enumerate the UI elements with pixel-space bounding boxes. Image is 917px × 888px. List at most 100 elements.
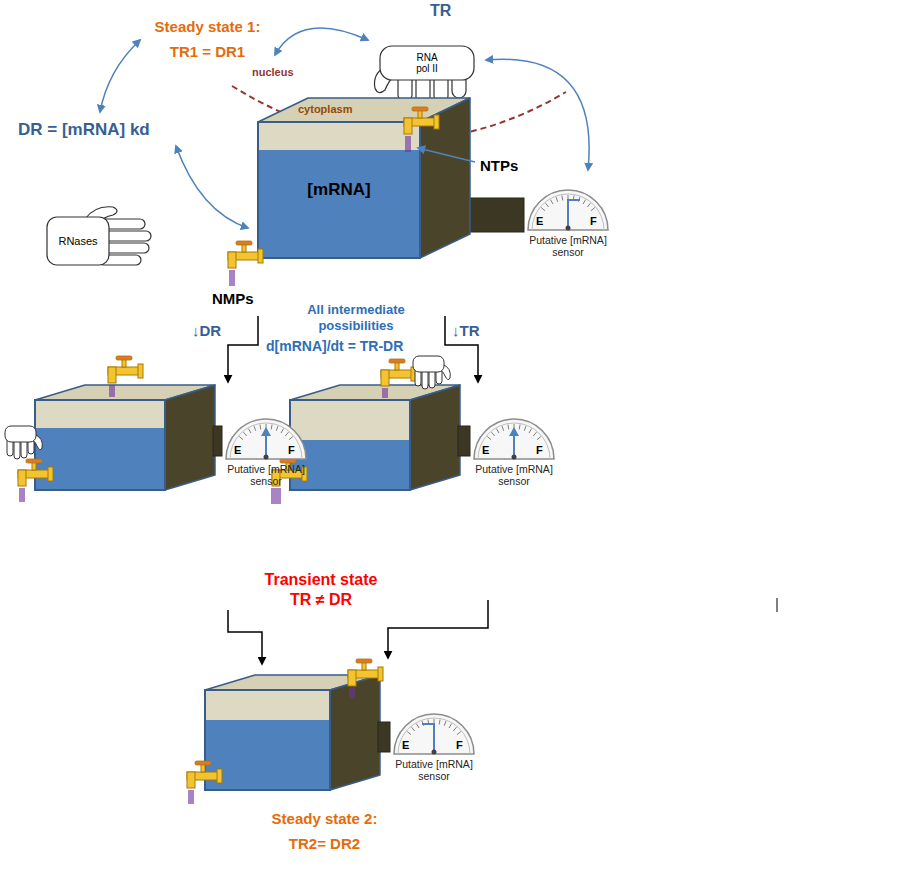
- dial-tick: [519, 425, 521, 430]
- tap-handle: [116, 356, 132, 360]
- gauge-needle: [568, 200, 580, 228]
- dial-tick: [412, 727, 415, 731]
- rate-equation-box: DR = [mRNA] kd: [18, 120, 150, 140]
- dial-tick: [453, 727, 456, 731]
- state-label: Steady state 2: TR2= DR2: [262, 806, 387, 856]
- nucleotide-flow: [384, 388, 385, 398]
- tap-body: [18, 470, 26, 486]
- tank-empty-space: [35, 400, 165, 428]
- dial-tick: [524, 426, 526, 431]
- tank-side-face: [330, 675, 380, 790]
- palm: [380, 46, 474, 80]
- tank-drawing: [205, 675, 380, 790]
- dial-rim: [230, 423, 302, 459]
- tank-empty-space: [258, 122, 420, 150]
- tank-drawing: [290, 385, 460, 490]
- dial-tick: [285, 432, 288, 436]
- compartment-label-box: nucleus: [252, 66, 294, 79]
- dial-tick: [551, 200, 554, 204]
- tap-body: [138, 364, 143, 378]
- tap-icon: [228, 241, 263, 286]
- palm: [47, 217, 109, 265]
- state-label-box: Steady state 2: TR2= DR2: [262, 806, 387, 856]
- gauge-empty-mark-box: E: [234, 444, 241, 457]
- tap-body: [187, 772, 195, 788]
- palm: [5, 426, 36, 442]
- gauge-needle: [513, 433, 515, 457]
- dial-tick: [537, 437, 541, 440]
- dial-tick: [591, 208, 595, 211]
- dial-tick: [249, 429, 252, 433]
- nucleotide-flow: [351, 688, 352, 698]
- compartment-label: nucleus: [252, 66, 294, 79]
- nucleotide-flow: [382, 388, 383, 398]
- rate-change: ↓TR: [452, 322, 480, 339]
- gauge-full-mark-box: F: [456, 739, 463, 752]
- dial-tick: [444, 721, 446, 726]
- substrate-label: NTPs: [480, 157, 518, 174]
- gauge-full-mark-box: F: [590, 215, 597, 228]
- tap-handle: [412, 107, 428, 111]
- needle-pivot: [432, 750, 437, 755]
- gauge-dial: [220, 405, 312, 461]
- tap-body: [348, 670, 356, 686]
- rate-label-box: TR: [430, 2, 451, 20]
- sensor-caption: Putative [mRNA] sensor: [220, 463, 312, 487]
- sensor-caption-box: Putative [mRNA] sensor: [388, 758, 480, 782]
- tap-handle: [195, 761, 211, 765]
- tap-body: [108, 367, 116, 383]
- tap-icon: [348, 659, 383, 698]
- tap-body: [381, 370, 389, 386]
- gauge-full-mark: F: [288, 444, 295, 457]
- gauge-full-mark: F: [536, 444, 543, 457]
- nucleotide-flow: [109, 385, 110, 397]
- mrna-level: [205, 720, 330, 790]
- gauge-dial: [468, 405, 560, 461]
- dial-tick: [271, 425, 273, 430]
- gauge-full-mark: F: [590, 215, 597, 228]
- rnase-hand: RNases: [45, 205, 155, 275]
- tap-icon: [381, 359, 416, 398]
- dial-tick: [583, 200, 586, 204]
- dial-rim: [532, 194, 604, 230]
- dial-tick: [497, 429, 500, 433]
- product-label: NMPs: [212, 290, 254, 307]
- tank-drawing: [35, 385, 215, 490]
- branch-label-box: All intermediate possibilities: [300, 302, 412, 334]
- gauge-empty-mark: E: [402, 739, 409, 752]
- dial-tick: [587, 203, 590, 207]
- enzyme-name: RNases: [47, 235, 109, 248]
- tank-drawing: [258, 98, 470, 258]
- tap-body: [434, 115, 439, 129]
- hand-icon: [5, 426, 42, 459]
- enzyme-name-box: RNA pol II: [412, 52, 442, 75]
- dial-tick: [254, 426, 256, 431]
- gauge-full-mark-box: F: [536, 444, 543, 457]
- nucleotide-flow: [271, 488, 272, 504]
- dial-tick: [533, 432, 536, 436]
- polymerase-hand: RNA pol II: [372, 44, 482, 106]
- dial-tick: [276, 426, 278, 431]
- dial-tick: [556, 197, 558, 202]
- tap-body: [404, 118, 412, 134]
- enzyme-name-box: RNases: [47, 235, 109, 248]
- hand-icon: [413, 356, 450, 389]
- sensor-connector: [458, 426, 470, 456]
- dial-face: [226, 419, 306, 459]
- nucleotide-flow: [23, 488, 24, 502]
- transition-arrow: [388, 600, 488, 658]
- dial-tick: [244, 432, 247, 436]
- rate-change-box: ↓DR: [192, 322, 221, 339]
- gauge-empty-mark: E: [482, 444, 489, 457]
- ntp-arrow: [418, 148, 475, 162]
- dial-tick: [239, 437, 243, 440]
- nucleotide-flow: [188, 790, 189, 804]
- tank-empty-space: [205, 690, 330, 720]
- tap-icon: [404, 107, 439, 152]
- nucleotide-flow: [349, 688, 350, 698]
- relation-arrow: [176, 146, 248, 228]
- nucleotide-flow: [407, 136, 408, 152]
- gauge-full-mark: F: [456, 739, 463, 752]
- state-label: Steady state 1: TR1 = DR1: [145, 14, 270, 64]
